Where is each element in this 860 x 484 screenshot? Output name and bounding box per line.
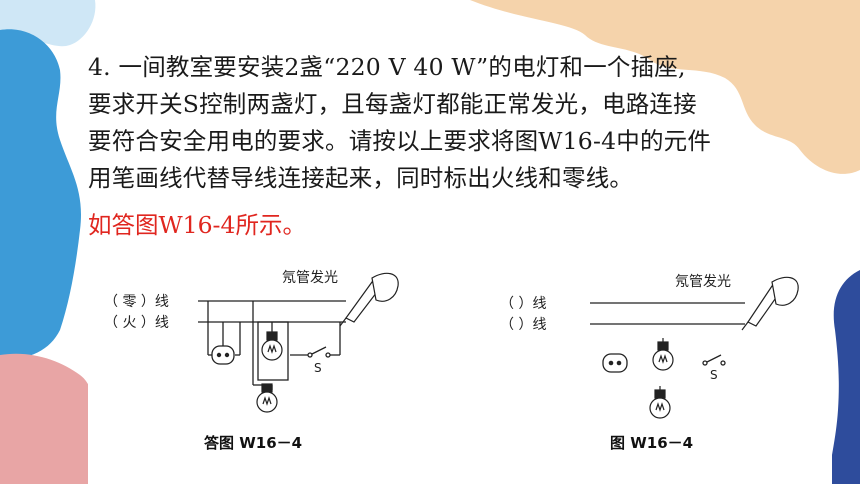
switch-label: S [710, 368, 718, 382]
question-circuit-figure: S （ ）线 （ ）线 氖管发光 图 W16－4 [500, 274, 799, 452]
blue-blob [0, 29, 81, 360]
switch-icon [307, 346, 331, 358]
content-card [88, 250, 832, 484]
answer-text: 如答图W16-4所示。 [88, 211, 306, 239]
line-top-label: （ ）线 [500, 296, 546, 312]
bulb-icon-2 [256, 383, 278, 413]
bulb-icon-1 [652, 338, 674, 371]
neon-label: 氖管发光 [282, 270, 338, 286]
answer-circuit-figure: S （ 零 ）线 （ 火 ）线 氖管发光 答图 W16－4 [104, 270, 399, 452]
test-pen-icon [339, 272, 399, 327]
switch-label: S [314, 361, 322, 375]
bulb-icon-2 [649, 386, 671, 419]
question-line-1: 4. 一间教室要安装2盏“220 V 40 W”的电灯和一个插座, [88, 53, 686, 81]
socket-icon [602, 353, 628, 373]
question-line-4: 用笔画线代替导线连接起来，同时标出火线和零线。 [88, 164, 634, 192]
question-figure-caption: 图 W16－4 [610, 434, 693, 452]
question-line-3: 要符合安全用电的要求。请按以上要求将图W16-4中的元件 [88, 127, 712, 155]
line-bottom-label: （ 火 ）线 [104, 315, 169, 331]
test-pen-icon [741, 276, 799, 331]
peach-blob [470, 0, 860, 174]
socket-icon [211, 345, 235, 365]
answer-figure-caption: 答图 W16－4 [204, 434, 302, 452]
navy-blob [828, 270, 860, 484]
pink-blob [0, 353, 102, 484]
switch-icon [702, 354, 726, 366]
neon-label: 氖管发光 [675, 274, 731, 290]
question-line-2: 要求开关S控制两盏灯，且每盏灯都能正常发光，电路连接 [88, 90, 697, 118]
bulb-icon-1 [261, 331, 283, 361]
line-bottom-label: （ ）线 [500, 317, 546, 333]
line-top-label: （ 零 ）线 [104, 294, 169, 310]
